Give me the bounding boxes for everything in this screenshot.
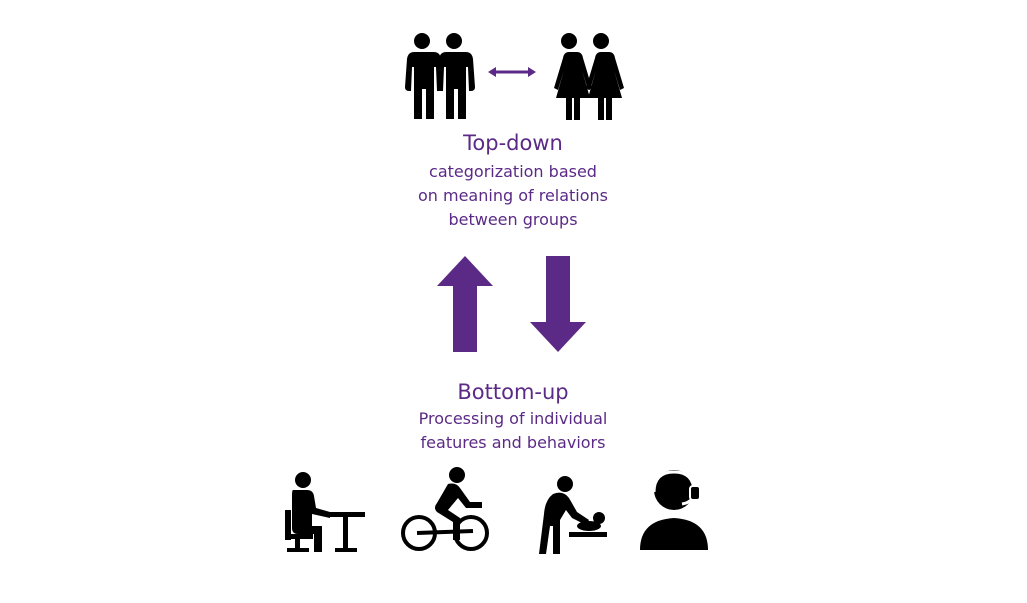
top-down-line: on meaning of relations (417, 186, 609, 205)
bottom-up-title: Bottom-up (457, 380, 569, 404)
top-down-line: categorization based (429, 162, 597, 181)
up-arrow-icon (437, 256, 493, 352)
top-down-title: Top-down (463, 131, 563, 155)
person-changing-baby-icon (539, 476, 607, 554)
cyclist-icon (401, 467, 489, 551)
person-with-headset-icon (640, 470, 708, 550)
bottom-up-line: features and behaviors (420, 433, 606, 452)
double-arrow-icon (488, 67, 536, 77)
person-at-desk-icon (285, 472, 365, 552)
bottom-up-description: Processing of individual features and be… (313, 407, 713, 455)
top-down-line: between groups (448, 210, 578, 229)
top-down-description: categorization based on meaning of relat… (313, 160, 713, 232)
women-pair-icon (554, 33, 624, 120)
bottom-up-line: Processing of individual (418, 409, 608, 428)
men-pair-icon (405, 33, 475, 119)
down-arrow-icon (530, 256, 586, 352)
